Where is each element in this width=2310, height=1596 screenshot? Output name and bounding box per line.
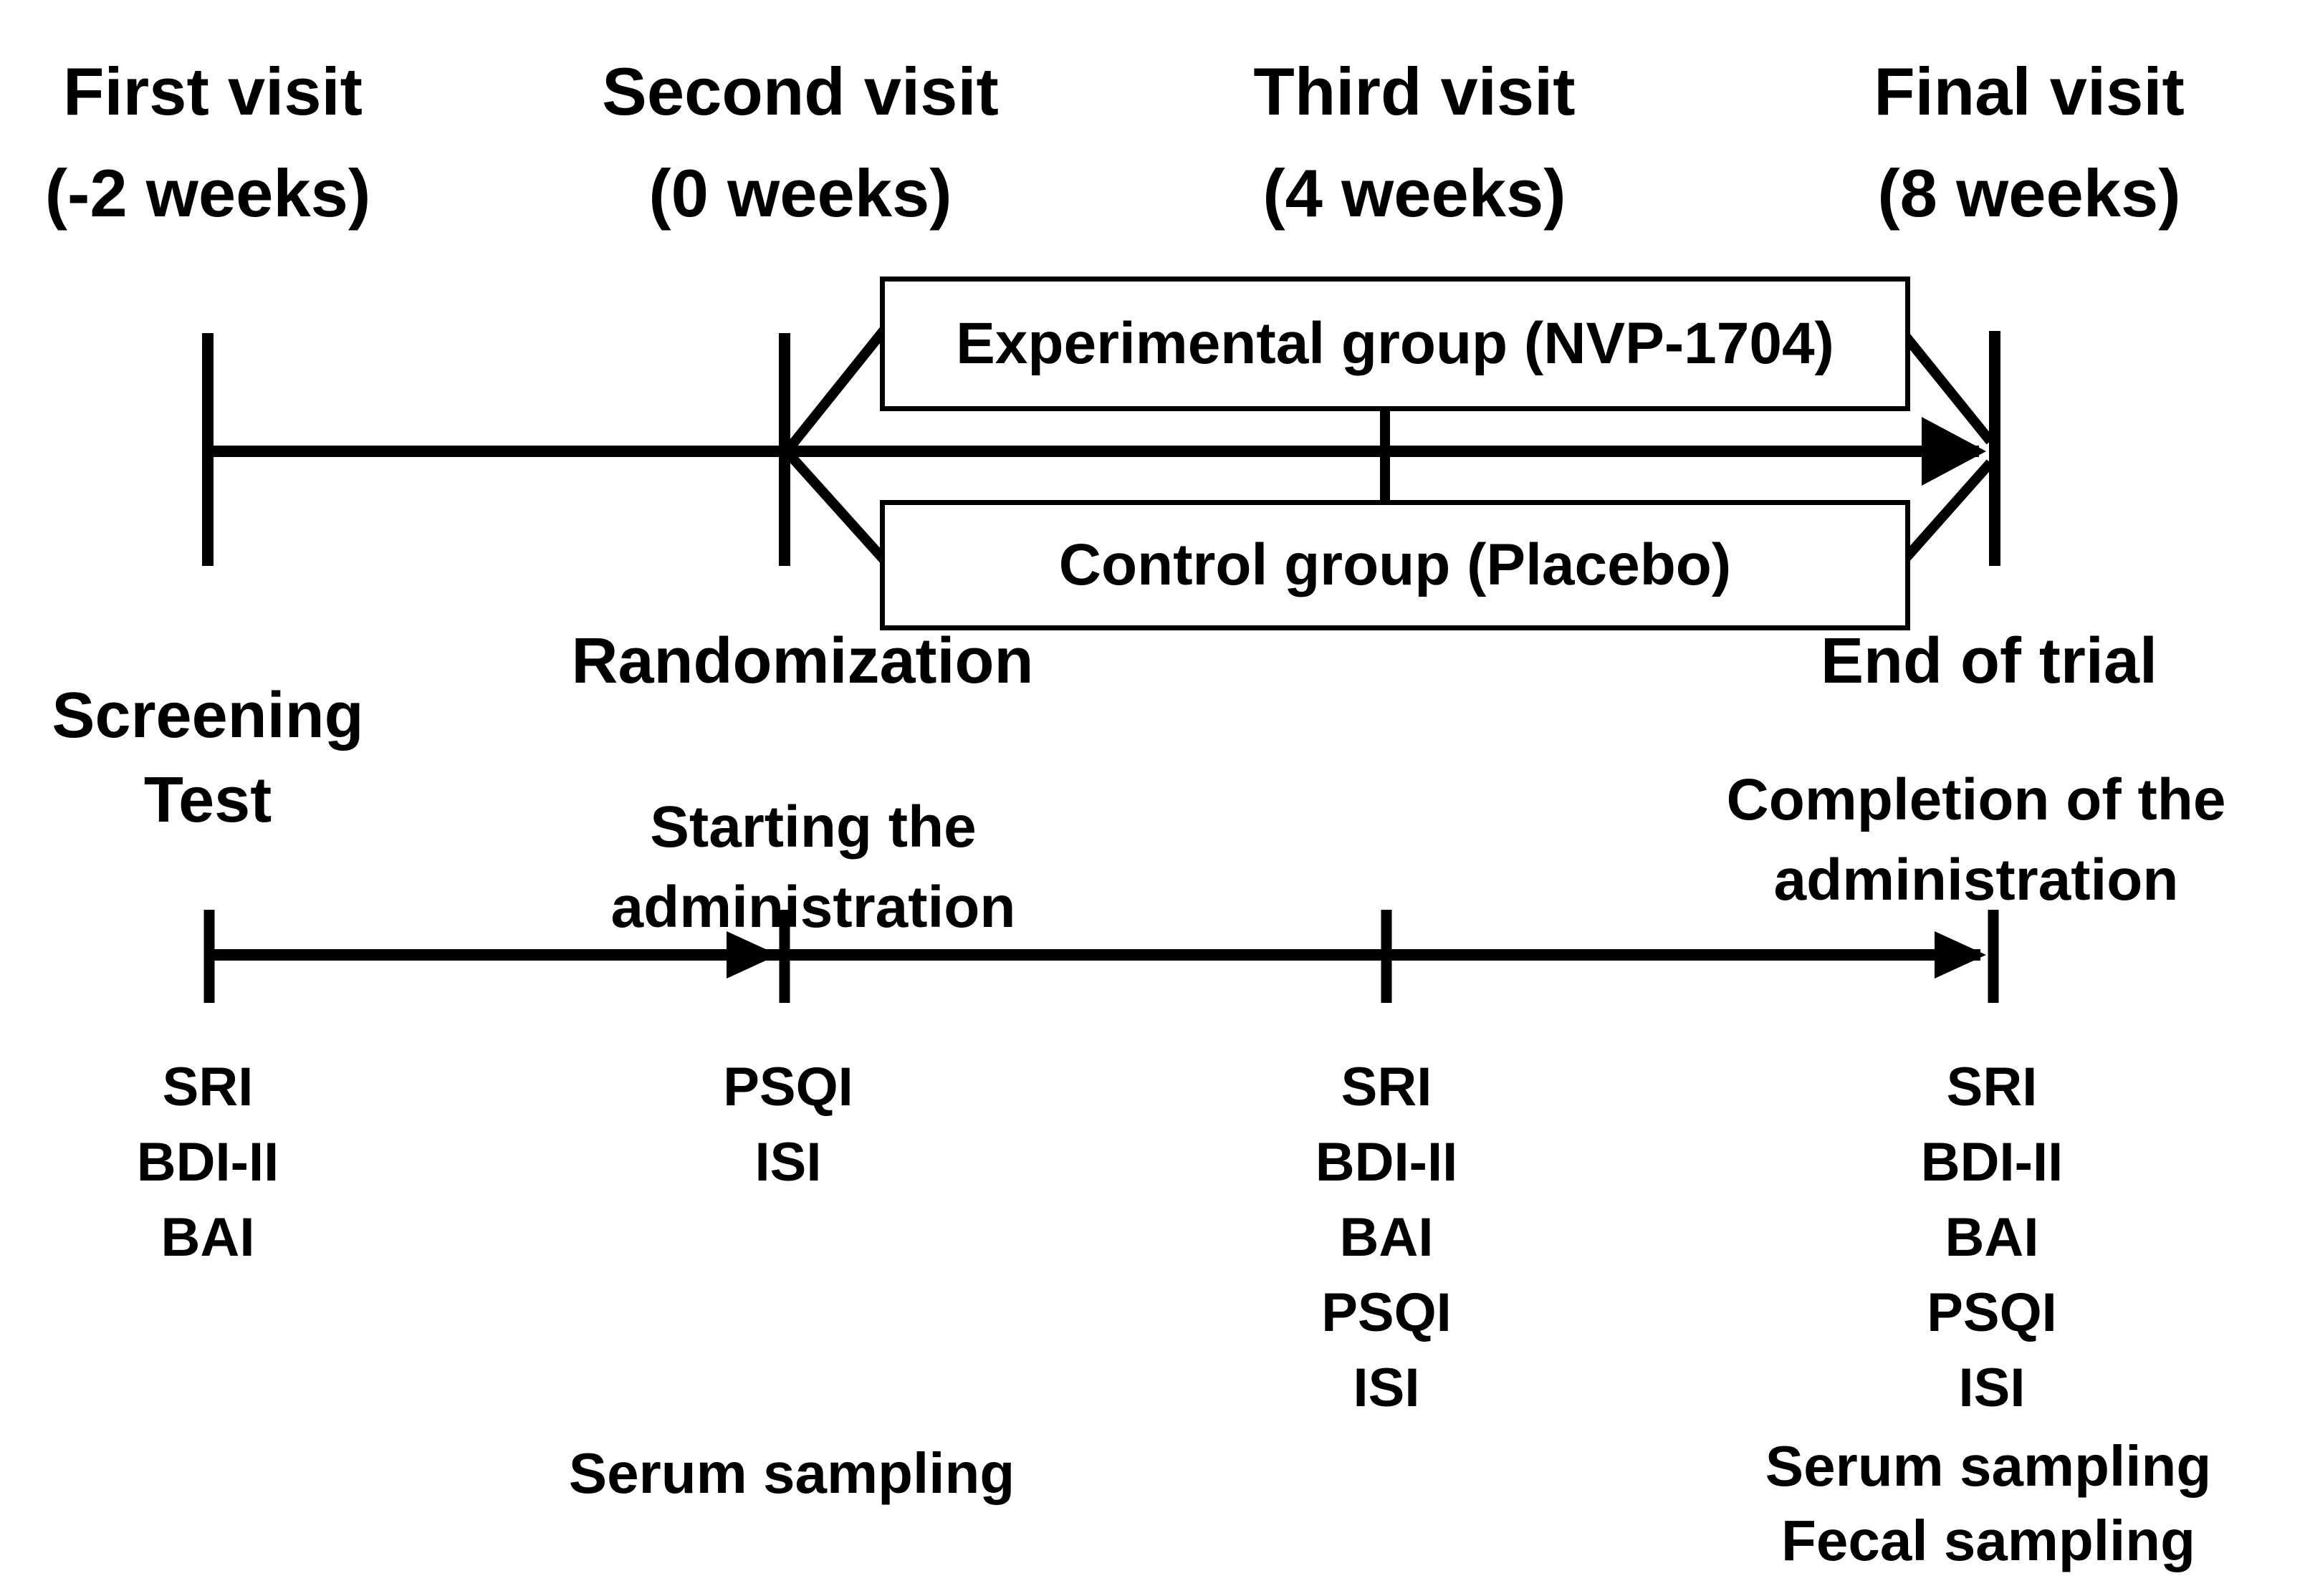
visit-3-title: Third visit — [1253, 54, 1576, 129]
visit-2-title: Second visit — [602, 54, 999, 129]
experimental-group-label: Experimental group (NVP-1704) — [956, 311, 1834, 376]
timeline-2-end-arrowhead-icon — [1935, 931, 1986, 979]
visit-1-week: (-2 weeks) — [44, 155, 371, 231]
visit-4-title: Final visit — [1874, 54, 2185, 129]
completion-label-line2: administration — [1773, 847, 2179, 913]
assessment-item: BAI — [1339, 1207, 1434, 1268]
branch-line-to-experimental — [786, 325, 890, 451]
assessment-item: ISI — [754, 1132, 822, 1193]
assessments-final-visit: SRI BDI-II BAI PSQI ISI — [1921, 1049, 2063, 1426]
assessments-first-visit: SRI BDI-II BAI — [137, 1049, 279, 1275]
completion-label-line1: Completion of the — [1726, 767, 2226, 832]
assessment-item: SRI — [1341, 1057, 1432, 1117]
experimental-group-box: Experimental group (NVP-1704) — [880, 277, 1910, 411]
screening-label-line1: Screening — [52, 680, 364, 751]
assessment-item: PSQI — [723, 1057, 853, 1117]
randomization-label: Randomization — [571, 625, 1034, 697]
end-of-trial-label: End of trial — [1821, 625, 2157, 697]
assessment-item: ISI — [1353, 1357, 1420, 1418]
assessment-item: BAI — [1945, 1207, 2039, 1268]
assessment-item: PSQI — [1321, 1282, 1452, 1343]
assessments-third-visit: SRI BDI-II BAI PSQI ISI — [1315, 1049, 1457, 1426]
assessment-item: BDI-II — [1920, 1132, 2064, 1193]
merge-line-from-control — [1896, 459, 1995, 568]
branch-line-to-control — [786, 452, 890, 565]
visit-3-week: (4 weeks) — [1262, 155, 1566, 231]
assessment-item: SRI — [162, 1057, 254, 1117]
merge-line-from-experimental — [1896, 326, 1995, 445]
serum-sampling-final-visit-label: Serum sampling — [1765, 1434, 2212, 1498]
visit-2-week: (0 weeks) — [648, 155, 952, 231]
starting-label-line1: Starting the — [650, 794, 977, 860]
control-group-box: Control group (Placebo) — [880, 500, 1910, 630]
timeline-2-mid-arrowhead-icon — [727, 931, 778, 979]
control-group-label: Control group (Placebo) — [1058, 532, 1732, 597]
timeline-1-arrowhead-icon — [1922, 417, 1986, 486]
visit-4-week: (8 weeks) — [1877, 155, 2181, 231]
fecal-sampling-final-visit-label: Fecal sampling — [1781, 1509, 2195, 1572]
visit-1-title: First visit — [63, 54, 363, 129]
assessment-item: ISI — [1958, 1357, 2026, 1418]
assessment-item: BAI — [160, 1207, 255, 1268]
serum-sampling-second-visit-label: Serum sampling — [568, 1441, 1015, 1505]
assessments-second-visit: PSQI ISI — [723, 1049, 853, 1200]
screening-label-line2: Test — [143, 764, 272, 836]
assessment-item: PSQI — [1927, 1282, 2057, 1343]
starting-label-line2: administration — [610, 875, 1016, 940]
assessment-item: SRI — [1946, 1057, 2038, 1117]
assessment-item: BDI-II — [136, 1132, 279, 1193]
assessment-item: BDI-II — [1315, 1132, 1458, 1193]
